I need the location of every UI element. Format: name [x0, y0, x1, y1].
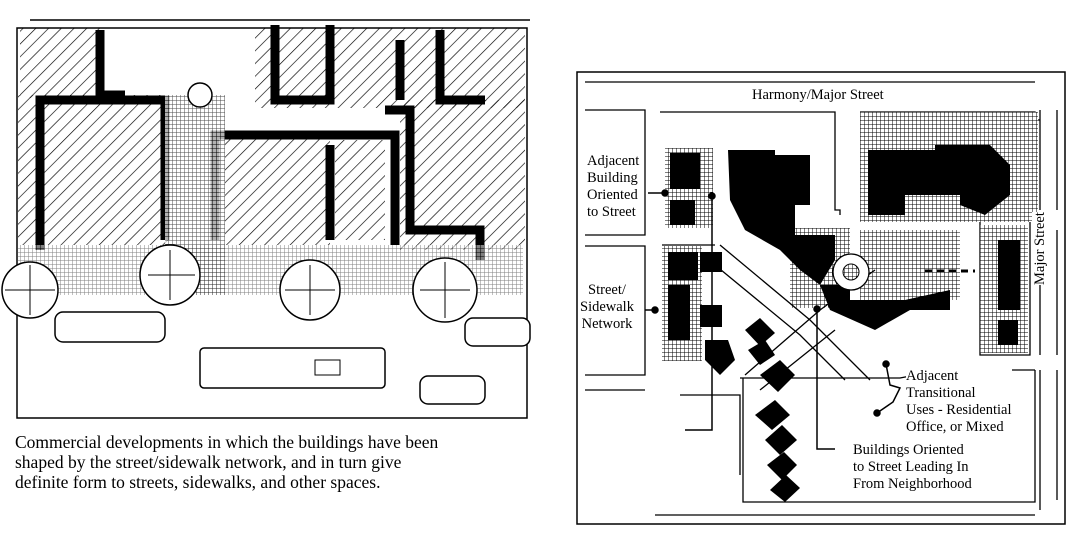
figure-caption: Commercial developments in which the bui…	[15, 432, 555, 492]
street-label-top: Harmony/Major Street	[752, 87, 884, 104]
label-line: Adjacent	[587, 153, 640, 169]
label-line: Buildings Oriented	[853, 442, 964, 458]
label-adjacent-building: Adjacent Building Oriented to Street	[587, 153, 640, 221]
caption-line: shaped by the street/sidewalk network, a…	[15, 452, 402, 472]
label-line: to Street	[587, 204, 636, 220]
label-line: Oriented	[587, 187, 638, 203]
street-label-right: Major Street	[1032, 212, 1049, 285]
label-line: Sidewalk	[580, 299, 634, 315]
site-plan-map	[576, 71, 1066, 525]
label-transitional-uses: Adjacent Transitional Uses - Residential…	[906, 368, 1012, 436]
label-line: From Neighborhood	[853, 476, 972, 492]
label-line: Uses - Residential	[906, 402, 1012, 418]
caption-line: Commercial developments in which the bui…	[15, 432, 439, 452]
label-line: Network	[581, 316, 633, 332]
label-line: to Street Leading In	[853, 459, 969, 475]
label-street-sidewalk: Street/ Sidewalk Network	[580, 282, 634, 333]
label-line: Adjacent	[906, 368, 959, 384]
label-line: Transitional	[906, 385, 976, 401]
label-line: Office, or Mixed	[906, 419, 1004, 435]
label-line: Building	[587, 170, 638, 186]
label-buildings-oriented: Buildings Oriented to Street Leading In …	[853, 442, 972, 493]
label-line: Street/	[588, 282, 626, 298]
caption-line: definite form to streets, sidewalks, and…	[15, 472, 381, 492]
commercial-development-sketch	[1, 19, 531, 419]
